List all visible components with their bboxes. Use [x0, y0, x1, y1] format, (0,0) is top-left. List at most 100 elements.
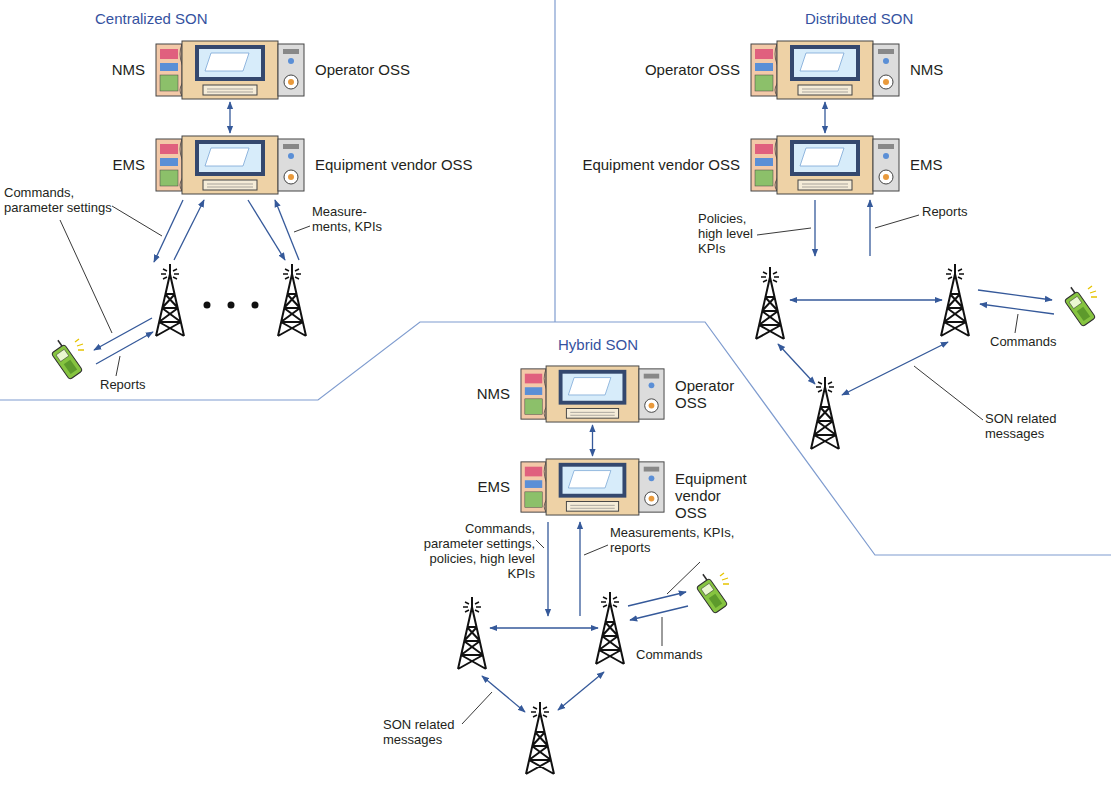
dot: [228, 302, 235, 309]
signal-arrow: [628, 592, 686, 606]
system-label: Equipment vendor OSS: [582, 156, 740, 173]
leader-line: [462, 692, 492, 724]
leader-line: [60, 220, 112, 333]
base-station: [756, 267, 784, 339]
computer-icon: [156, 41, 304, 99]
system-label: EMS: [477, 478, 510, 495]
phones: [47, 286, 1097, 614]
link-arrow: [824, 102, 825, 133]
signal-arrow: [869, 200, 870, 256]
base-station: [811, 377, 839, 449]
base-station: [526, 702, 554, 774]
management-system: EMSEquipment vendor OSS: [520, 458, 665, 516]
computer-icon: [520, 365, 665, 423]
system-label: Operator OSS: [645, 61, 740, 78]
system-label: Equipment vendor OSS: [675, 470, 747, 522]
signal-arrow: [558, 672, 604, 710]
signal-arrows: [94, 200, 1054, 712]
signal-arrow: [630, 606, 688, 620]
leader-line: [875, 215, 919, 228]
signal-arrow: [778, 344, 815, 384]
panel-title: Distributed SON: [805, 10, 913, 27]
leader-lines: [60, 206, 1018, 724]
signal-arrow: [94, 318, 152, 350]
annotation-label: Commands: [636, 648, 702, 663]
signal-arrow: [814, 200, 815, 256]
signal-arrow: [248, 200, 285, 260]
system-label: NMS: [477, 385, 510, 402]
annotation-label: Commands: [990, 335, 1056, 350]
boundary-line: [0, 322, 1111, 555]
annotation-label: Commands, parameter settings: [4, 186, 119, 216]
signal-arrow: [154, 200, 183, 262]
annotation-label: Measure- ments, KPIs: [312, 205, 397, 235]
signal-arrow: [842, 342, 948, 395]
panel-title: Centralized SON: [95, 10, 208, 27]
management-system: NMSOperator OSS: [155, 40, 305, 100]
leader-line: [1015, 314, 1018, 333]
base-station: [156, 264, 184, 336]
ellipsis-dots: [204, 302, 259, 309]
computer-icon: [750, 135, 900, 195]
leader-line: [914, 366, 983, 420]
system-label: Operator OSS: [315, 61, 410, 78]
computer-icon: [520, 458, 665, 516]
computer-icon: [751, 136, 899, 194]
region-boundary: [0, 0, 1111, 555]
leader-line: [667, 562, 700, 594]
mobile-phone: [1060, 286, 1097, 327]
computer-icon: [156, 136, 304, 194]
base-station: [278, 264, 306, 336]
computer-icon: [751, 41, 899, 99]
signal-arrow: [980, 304, 1054, 314]
annotation-label: Policies, high level KPIs: [698, 212, 754, 257]
management-system: EMSEquipment vendor OSS: [155, 135, 305, 195]
dot: [252, 302, 259, 309]
link-arrow: [229, 102, 230, 133]
base-station: [596, 592, 624, 664]
signal-arrow: [579, 522, 580, 616]
panel-title: Hybrid SON: [558, 336, 638, 353]
signal-arrow: [482, 676, 525, 712]
signal-arrow: [790, 299, 942, 300]
system-label: NMS: [112, 61, 145, 78]
management-system: Operator OSSNMS: [750, 40, 900, 100]
leader-line: [112, 206, 162, 236]
leader-line: [757, 228, 811, 235]
base-station: [458, 597, 486, 669]
signal-arrow: [174, 200, 204, 260]
signal-arrow: [275, 200, 299, 260]
system-label: EMS: [910, 156, 943, 173]
computer-icon: [750, 40, 900, 100]
leader-line: [116, 356, 120, 376]
annotation-label: Commands, parameter settings, policies, …: [410, 522, 535, 582]
dot: [204, 302, 211, 309]
leader-line: [294, 226, 310, 232]
signal-arrow: [96, 332, 153, 364]
boundary-line: [554, 0, 555, 322]
system-label: EMS: [112, 156, 145, 173]
system-label: Operator OSS: [675, 377, 734, 412]
annotation-label: Measurements, KPIs, reports: [610, 526, 735, 556]
management-system: NMSOperator OSS: [520, 365, 665, 423]
annotation-label: Reports: [922, 205, 968, 220]
leader-line: [662, 617, 663, 646]
mobile-phone: [692, 573, 729, 614]
link-arrow: [592, 425, 593, 456]
signal-arrow: [547, 522, 548, 616]
annotation-label: SON related messages: [985, 412, 1075, 442]
system-label: NMS: [910, 61, 943, 78]
signal-arrow: [978, 290, 1052, 300]
computer-icon: [521, 459, 664, 515]
base-station: [941, 264, 969, 336]
computer-icon: [155, 135, 305, 195]
computer-icon: [155, 40, 305, 100]
signal-arrow: [490, 627, 598, 628]
computer-icon: [521, 366, 664, 422]
mobile-phone: [47, 339, 84, 380]
leader-line: [584, 545, 608, 555]
management-system: Equipment vendor OSSEMS: [750, 135, 900, 195]
annotation-label: Reports: [100, 378, 146, 393]
annotation-label: SON related messages: [383, 718, 473, 748]
